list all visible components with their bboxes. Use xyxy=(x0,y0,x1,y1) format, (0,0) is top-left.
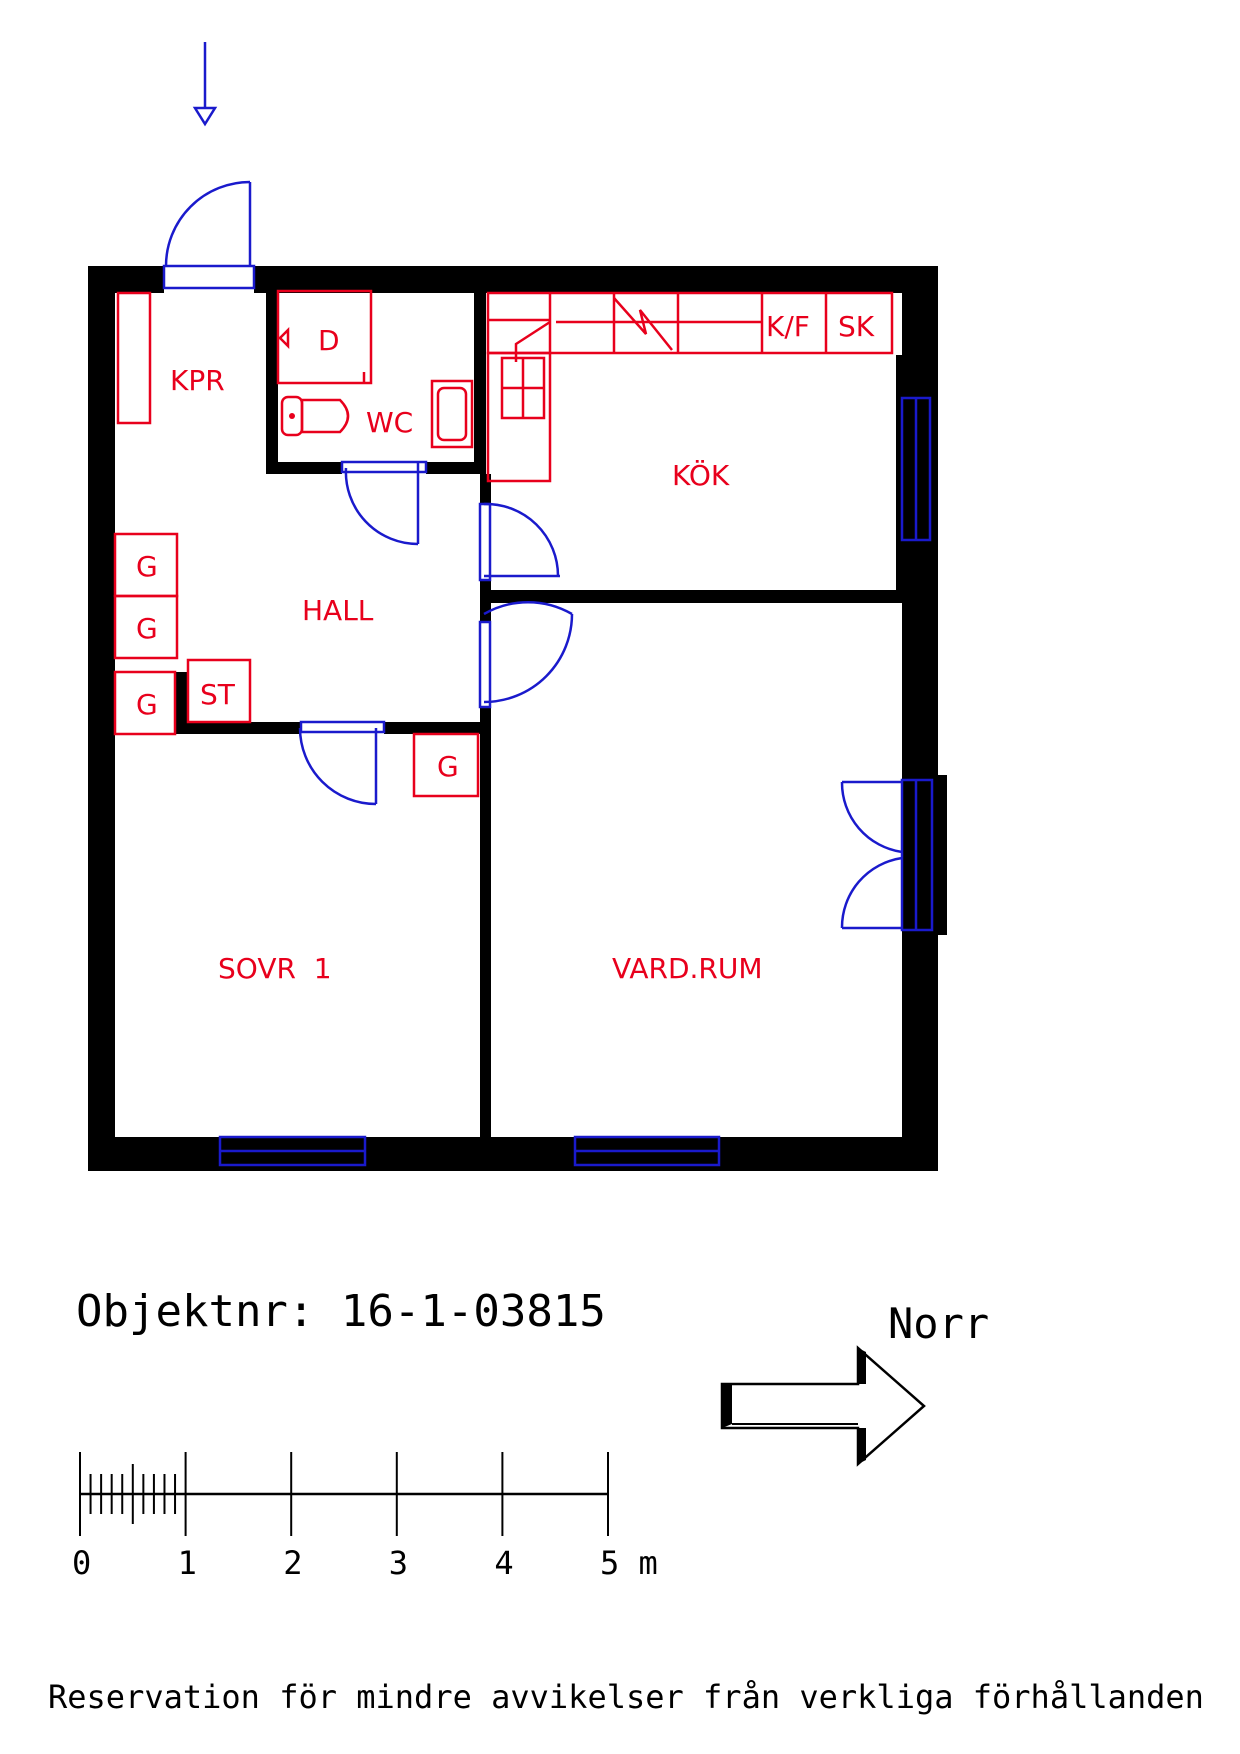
kitchen-door[interactable] xyxy=(478,502,560,582)
closet-g3 xyxy=(113,670,177,736)
scale-label: 5 m xyxy=(600,1544,658,1582)
wall-kitchen-bottom xyxy=(480,590,912,603)
fixture-label-st: ST xyxy=(200,678,236,711)
disclaimer: Reservation för mindre avvikelser från v… xyxy=(48,1678,1204,1716)
wall-center-upper xyxy=(480,474,491,504)
window-entrance-top xyxy=(162,264,256,290)
wall-wc-right xyxy=(474,289,486,474)
toilet-icon xyxy=(280,395,350,437)
wall-closet-small xyxy=(175,672,188,734)
fixture-label-kf: K/F xyxy=(766,310,810,343)
scale-labels: 0 1 2 3 4 5 m xyxy=(72,1544,658,1582)
shower xyxy=(276,289,373,385)
balcony-door[interactable] xyxy=(840,780,903,930)
room-labels: KPR D WC KÖK HALL SOVR 1 VARD.RUM xyxy=(170,324,763,985)
scale-label: 4 xyxy=(494,1544,513,1582)
room-label-d: D xyxy=(318,324,340,357)
wall-outer-right xyxy=(902,266,938,1170)
north-arrow-icon xyxy=(720,1345,926,1467)
closet-g4 xyxy=(412,732,480,798)
bedroom-door[interactable] xyxy=(298,720,386,806)
washbasin-icon xyxy=(430,379,474,449)
scale-minor-ticks xyxy=(89,1464,177,1524)
fixture-label-g1: G xyxy=(136,550,158,583)
entrance-door[interactable] xyxy=(164,180,252,267)
closet-g2 xyxy=(113,594,179,660)
wall-outer-top-left xyxy=(88,266,164,293)
wall-center-lower xyxy=(480,707,491,1147)
kitchen-counter xyxy=(486,291,894,483)
north-label: Norr xyxy=(888,1299,989,1348)
entrance-arrow-icon xyxy=(192,42,218,127)
scale-major-ticks xyxy=(79,1452,609,1536)
scale-label: 3 xyxy=(389,1544,408,1582)
doors xyxy=(164,42,903,930)
kpr-shelf xyxy=(116,291,152,425)
wall-outer-bottom xyxy=(88,1137,938,1171)
walls xyxy=(88,266,938,1171)
north-arrow: Norr xyxy=(720,1299,989,1467)
room-label-wc: WC xyxy=(366,406,413,439)
scale-label: 2 xyxy=(283,1544,302,1582)
windows xyxy=(162,264,947,1167)
fixture-label-sk: SK xyxy=(838,310,875,343)
balcony-frame-right xyxy=(929,775,947,935)
wall-wc-left xyxy=(266,289,278,473)
room-label-kok: KÖK xyxy=(672,458,730,492)
room-label-hall: HALL xyxy=(302,594,374,627)
fixture-label-g4: G xyxy=(437,750,459,783)
wall-wc-bottom-left xyxy=(266,462,342,474)
shower-valve-icon xyxy=(278,326,290,350)
room-label-kpr: KPR xyxy=(170,364,225,397)
scale-label: 0 xyxy=(72,1544,91,1582)
fixture-label-g3: G xyxy=(136,688,158,721)
scale-bar: 0 1 2 3 4 5 m xyxy=(72,1452,658,1582)
room-label-sovr: SOVR 1 xyxy=(218,952,332,985)
wc-door[interactable] xyxy=(340,460,428,546)
wall-hall-bottom-left xyxy=(175,722,301,734)
wall-hall-bottom-right xyxy=(384,722,491,734)
fixture-labels: K/F SK G G G ST G xyxy=(136,310,875,783)
object-number: Objektnr: 16-1-03815 xyxy=(76,1286,606,1337)
fixture-label-g2: G xyxy=(136,612,158,645)
scale-label: 1 xyxy=(178,1544,197,1582)
room-label-vardrum: VARD.RUM xyxy=(612,952,763,985)
wall-wc-bottom-right xyxy=(426,462,486,474)
closet-st xyxy=(186,658,252,724)
living-room-door[interactable] xyxy=(478,600,574,709)
wall-outer-left xyxy=(88,266,115,1170)
wall-outer-top-right xyxy=(254,266,938,293)
fixtures xyxy=(113,289,894,798)
